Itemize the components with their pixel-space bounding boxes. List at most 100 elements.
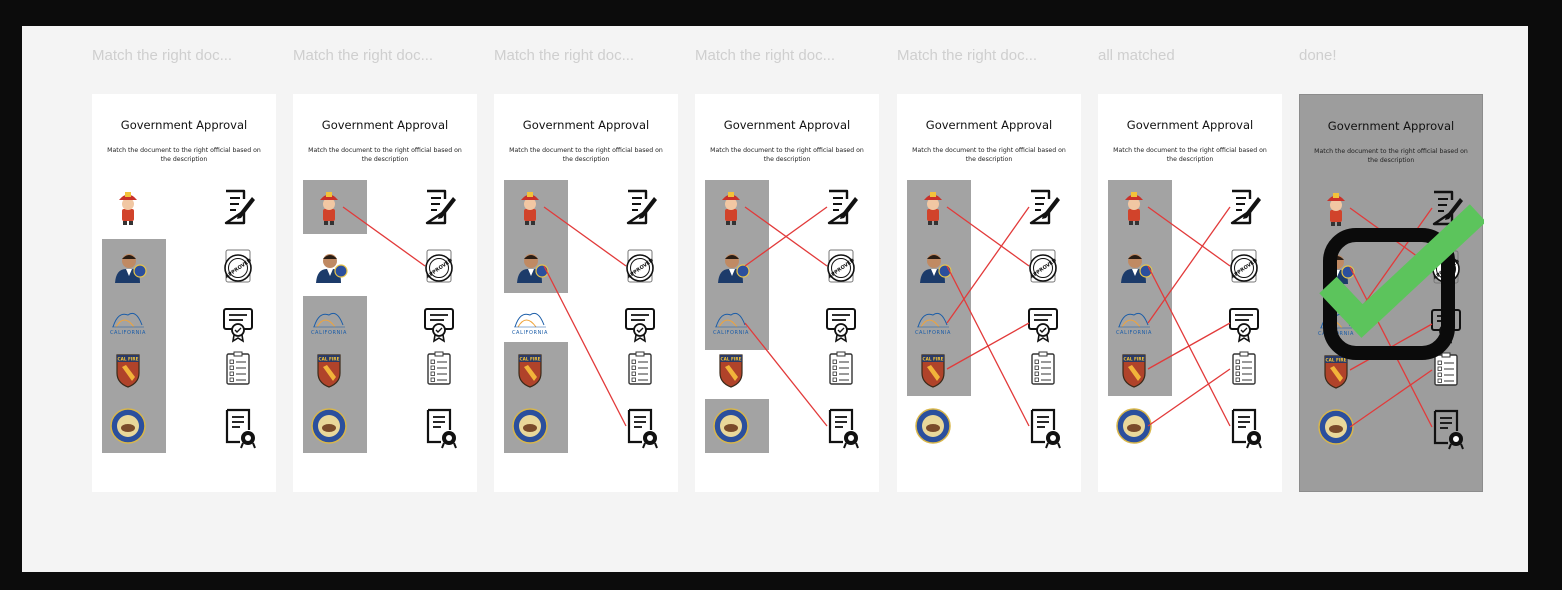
frame-title[interactable]: Match the right doc... [494, 47, 635, 64]
document-pen-icon[interactable] [827, 189, 858, 225]
sealed-document-icon[interactable] [1030, 408, 1061, 449]
california-seal-icon[interactable] [915, 408, 951, 444]
california-seal-icon[interactable] [110, 408, 146, 444]
cal-fire-badge-icon[interactable]: CAL FIRE [317, 354, 341, 388]
match-line [543, 206, 627, 267]
sealed-document-icon[interactable] [627, 408, 658, 449]
sealed-document-icon[interactable] [426, 408, 457, 449]
card-title: Government Approval [1126, 118, 1254, 132]
frame-title[interactable]: done! [1299, 47, 1337, 64]
match-line [946, 206, 1030, 324]
cal-fire-badge-icon[interactable]: CAL FIRE [921, 354, 945, 388]
california-logo-icon[interactable]: CALIFORNIA [110, 312, 146, 336]
cal-fire-badge-icon[interactable]: CAL FIRE [518, 354, 542, 388]
firefighter-icon[interactable] [924, 192, 942, 225]
california-seal-icon[interactable] [1116, 408, 1152, 444]
svg-text:CAL FIRE: CAL FIRE [923, 357, 944, 362]
frame-title[interactable]: Match the right doc... [897, 47, 1038, 64]
document-pen-icon[interactable] [1432, 190, 1463, 226]
card-title: Government Approval [120, 118, 248, 132]
document-pen-icon[interactable] [224, 189, 255, 225]
certificate-icon[interactable] [1229, 308, 1259, 343]
checklist-icon[interactable] [1434, 352, 1458, 386]
firefighter-icon[interactable] [521, 192, 539, 225]
california-seal-icon[interactable] [311, 408, 347, 444]
approved-stamp-icon[interactable]: APPROVED [224, 249, 253, 283]
svg-text:CALIFORNIA: CALIFORNIA [512, 330, 548, 336]
svg-text:CALIFORNIA: CALIFORNIA [915, 330, 951, 336]
document-pen-icon[interactable] [1230, 189, 1261, 225]
frame-title[interactable]: Match the right doc... [293, 47, 434, 64]
cal-fire-badge-icon[interactable]: CAL FIRE [719, 354, 743, 388]
document-pen-icon[interactable] [626, 189, 657, 225]
match-canvas: CALIFORNIA CAL FIRE APPROVED [713, 189, 859, 449]
document-pen-icon[interactable] [1029, 189, 1060, 225]
approved-stamp-icon[interactable]: APPROVED [1230, 249, 1259, 283]
match-canvas: CALIFORNIA CAL FIRE APPROVED [1116, 189, 1262, 449]
approved-stamp-icon[interactable]: APPROVED [1029, 249, 1058, 283]
firefighter-icon[interactable] [119, 192, 137, 225]
match-line [1349, 369, 1433, 428]
sealed-document-icon[interactable] [1231, 408, 1262, 449]
document-pen-icon[interactable] [425, 189, 456, 225]
cal-fire-badge-icon[interactable]: CAL FIRE [116, 354, 140, 388]
california-logo-icon[interactable]: CALIFORNIA [713, 312, 749, 336]
official-icon[interactable] [316, 254, 348, 283]
checklist-icon[interactable] [1031, 351, 1055, 385]
card-subtitle: Match the document to the right official… [308, 147, 462, 163]
match-line [1147, 368, 1231, 427]
match-line [744, 322, 828, 427]
frame-title[interactable]: all matched [1098, 47, 1175, 64]
checklist-icon[interactable] [628, 351, 652, 385]
california-logo-icon[interactable]: CALIFORNIA [915, 312, 951, 336]
frame-title[interactable]: Match the right doc... [92, 47, 233, 64]
california-seal-icon[interactable] [713, 408, 749, 444]
certificate-icon[interactable] [424, 308, 454, 343]
official-icon[interactable] [718, 254, 750, 283]
certificate-icon[interactable] [625, 308, 655, 343]
firefighter-icon[interactable] [722, 192, 740, 225]
cal-fire-badge-icon[interactable]: CAL FIRE [1122, 354, 1146, 388]
sealed-document-icon[interactable] [1433, 409, 1464, 450]
frame-title[interactable]: Match the right doc... [695, 47, 836, 64]
california-seal-icon[interactable] [1318, 409, 1354, 445]
approved-stamp-icon[interactable]: APPROVED [827, 249, 856, 283]
checklist-icon[interactable] [427, 351, 451, 385]
card-title: Government Approval [321, 118, 449, 132]
official-icon[interactable] [1121, 254, 1153, 283]
firefighter-icon[interactable] [1327, 193, 1345, 226]
approved-stamp-icon[interactable]: APPROVED [425, 249, 454, 283]
cal-fire-badge-icon[interactable]: CAL FIRE [1324, 355, 1348, 389]
checklist-icon[interactable] [226, 351, 250, 385]
svg-text:CAL FIRE: CAL FIRE [319, 357, 340, 362]
firefighter-icon[interactable] [1125, 192, 1143, 225]
certificate-icon[interactable] [1028, 308, 1058, 343]
california-logo-icon[interactable]: CALIFORNIA [1116, 312, 1152, 336]
california-seal-icon[interactable] [512, 408, 548, 444]
match-line [342, 206, 426, 267]
checklist-icon[interactable] [1232, 351, 1256, 385]
approved-stamp-icon[interactable]: APPROVED [626, 249, 655, 283]
sealed-document-icon[interactable] [828, 408, 859, 449]
sealed-document-icon[interactable] [225, 408, 256, 449]
svg-text:CALIFORNIA: CALIFORNIA [110, 330, 146, 336]
california-logo-icon[interactable]: CALIFORNIA [311, 312, 347, 336]
checkmark-icon [1319, 204, 1484, 338]
certificate-icon[interactable] [826, 308, 856, 343]
official-icon[interactable] [115, 254, 147, 283]
svg-text:CALIFORNIA: CALIFORNIA [1116, 330, 1152, 336]
california-logo-icon[interactable]: CALIFORNIA [512, 312, 548, 336]
match-canvas: CALIFORNIA CAL FIRE APPROVED [311, 189, 457, 449]
firefighter-icon[interactable] [320, 192, 338, 225]
official-icon[interactable] [517, 254, 549, 283]
checklist-icon[interactable] [829, 351, 853, 385]
certificate-icon[interactable] [223, 308, 253, 343]
official-icon[interactable] [920, 254, 952, 283]
